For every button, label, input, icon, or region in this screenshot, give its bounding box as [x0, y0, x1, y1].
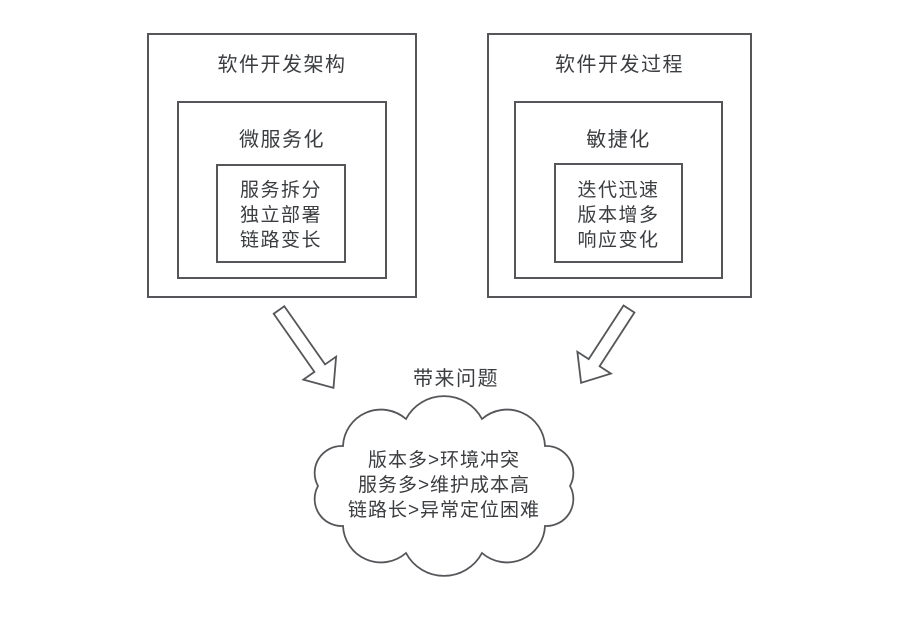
right-inner-line: 迭代迅速: [577, 180, 660, 201]
right-inner-text: 迭代迅速 版本增多 响应变化: [554, 178, 683, 253]
left-outer-title: 软件开发架构: [217, 54, 347, 76]
cloud-text-line: 链路长>异常定位困难: [347, 500, 541, 521]
right-inner-line: 版本增多: [577, 205, 660, 226]
right-inner-box: [554, 163, 683, 263]
right-middle-box: [514, 101, 723, 279]
left-inner-text: 服务拆分 独立部署 链路变长: [216, 178, 346, 253]
right-down-arrow-icon: [576, 304, 636, 384]
left-inner-line: 独立部署: [239, 205, 322, 226]
right-middle-title: 敏捷化: [586, 129, 651, 151]
right-outer-box: [487, 33, 752, 298]
left-middle-title: 微服务化: [239, 129, 325, 151]
left-outer-box: [147, 33, 417, 298]
problem-label: 带来问题: [413, 368, 499, 390]
left-down-arrow-icon: [272, 305, 338, 389]
cloud-text-line: 版本多>环境冲突: [367, 450, 521, 471]
left-inner-line: 服务拆分: [239, 180, 322, 201]
left-inner-line: 链路变长: [239, 230, 322, 251]
right-outer-title: 软件开发过程: [555, 54, 684, 76]
right-inner-line: 响应变化: [577, 230, 660, 251]
left-middle-box: [177, 101, 387, 279]
cloud-text: 版本多>环境冲突 服务多>维护成本高 链路长>异常定位困难: [319, 448, 569, 523]
cloud-text-line: 服务多>维护成本高: [357, 475, 531, 496]
left-inner-box: [216, 164, 346, 263]
